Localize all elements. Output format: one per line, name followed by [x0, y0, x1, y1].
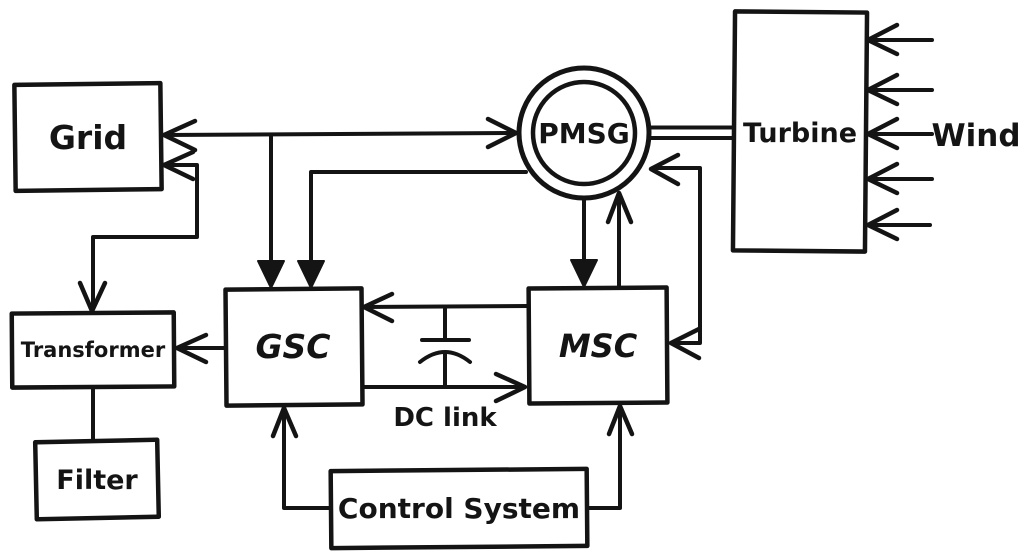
gsc-box [223, 286, 365, 408]
edge-grid-pmsg [164, 131, 515, 137]
turbine-label: Turbine [743, 118, 857, 149]
arrow-into-gsc-top-2-icon [297, 260, 325, 289]
arrow-into-grid-top-icon [161, 118, 198, 153]
grid-box [12, 80, 164, 194]
arrow-into-gsc-top-1-icon [257, 260, 285, 289]
edge-msc-to-gsc-rail [365, 304, 531, 309]
arrow-into-pmsg-left-icon [485, 116, 519, 150]
node-labels: Grid PMSG Turbine Wind GSC MSC Transform… [21, 117, 1021, 525]
wind-arrow-head-5-icon [865, 207, 900, 242]
msc-label: MSC [559, 327, 638, 365]
arrow-into-pmsg-bottom-icon [605, 190, 634, 225]
grid-label: Grid [49, 118, 127, 157]
edge-lines [91, 125, 736, 510]
dc-link-capacitor-icon [418, 305, 472, 389]
edge-control-to-gsc [282, 409, 334, 510]
arrow-into-gsc-bottom-icon [270, 405, 299, 439]
gsc-label: GSC [255, 327, 330, 366]
turbine-box [730, 9, 870, 254]
node-boxes [9, 9, 870, 551]
arrow-into-msc-right-icon [668, 326, 702, 361]
pmsg-label: PMSG [538, 117, 630, 150]
filter-label: Filter [56, 465, 138, 496]
wind-label: Wind [931, 118, 1020, 154]
arrowheads [77, 116, 702, 439]
dc-link-label: DC link [393, 403, 497, 433]
transformer-label: Transformer [21, 338, 166, 362]
transformer-box [9, 310, 177, 390]
edge-pmsg-to-gsc [309, 170, 528, 285]
arrow-into-grid-bottom-icon [161, 149, 196, 182]
arrow-into-pmsg-right-icon [648, 152, 681, 187]
edge-grid-transformer [91, 163, 199, 308]
wind-arrows [865, 22, 934, 242]
control-system-label: Control System [338, 492, 580, 525]
edge-control-to-msc [584, 407, 622, 510]
arrow-into-msc-bottom-icon [606, 403, 635, 437]
filter-box [32, 437, 162, 522]
wind-arrow-head-4-icon [865, 161, 900, 196]
arrow-into-gsc-right-icon [361, 291, 395, 324]
arrow-into-msc-left-icon [493, 371, 528, 404]
msc-box [526, 285, 670, 406]
pmsg-outer-circle [516, 65, 652, 201]
edge-pmsg-msc-loop [651, 166, 702, 345]
control-system-box [328, 466, 590, 551]
arrow-into-transformer-right-icon [174, 332, 209, 365]
pmsg-inner-circle [530, 79, 638, 187]
arrow-into-msc-top-icon [570, 259, 598, 288]
